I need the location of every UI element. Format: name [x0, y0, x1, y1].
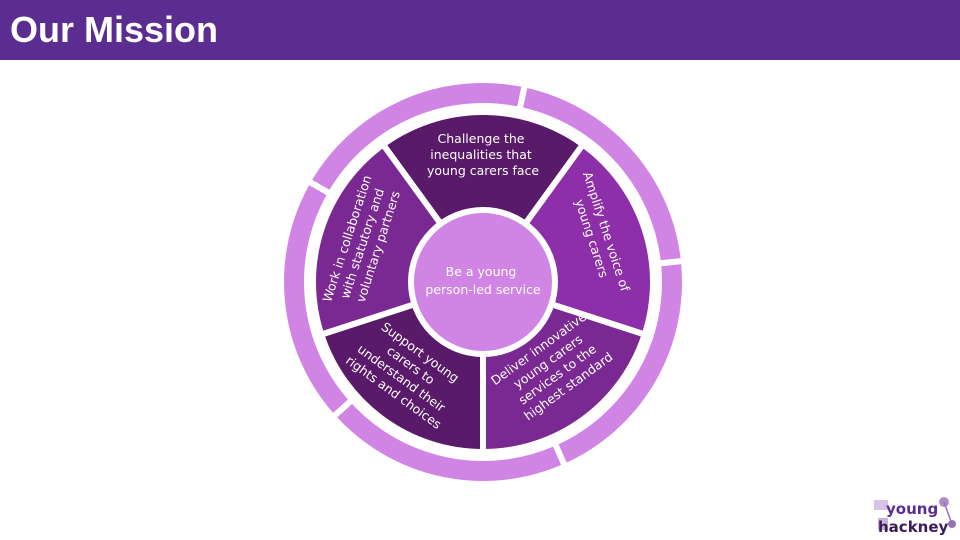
center-label-line: person-led service	[425, 282, 541, 297]
logo-text-young: young	[886, 500, 938, 518]
outer-ring	[278, 77, 688, 487]
segment-label-line: young carers face	[427, 163, 539, 178]
segment-label-line: inequalities that	[430, 147, 532, 162]
center-label-line: Be a young	[446, 264, 517, 279]
center-label: Be a young person-led service	[425, 264, 541, 297]
segment-label-line: Challenge the	[438, 131, 525, 146]
title-bar: Our Mission	[0, 0, 960, 60]
segment-label-challenge: Challenge the inequalities that young ca…	[427, 131, 539, 178]
page-title: Our Mission	[10, 9, 219, 50]
center-circle	[408, 207, 558, 357]
outer-ring-piece	[278, 176, 357, 422]
logo-text-hackney: hackney	[878, 518, 949, 536]
young-hackney-logo: young hackney	[874, 497, 956, 536]
svg-text:Challenge the inequaliti: Challenge the inequalities that young ca…	[427, 131, 539, 178]
